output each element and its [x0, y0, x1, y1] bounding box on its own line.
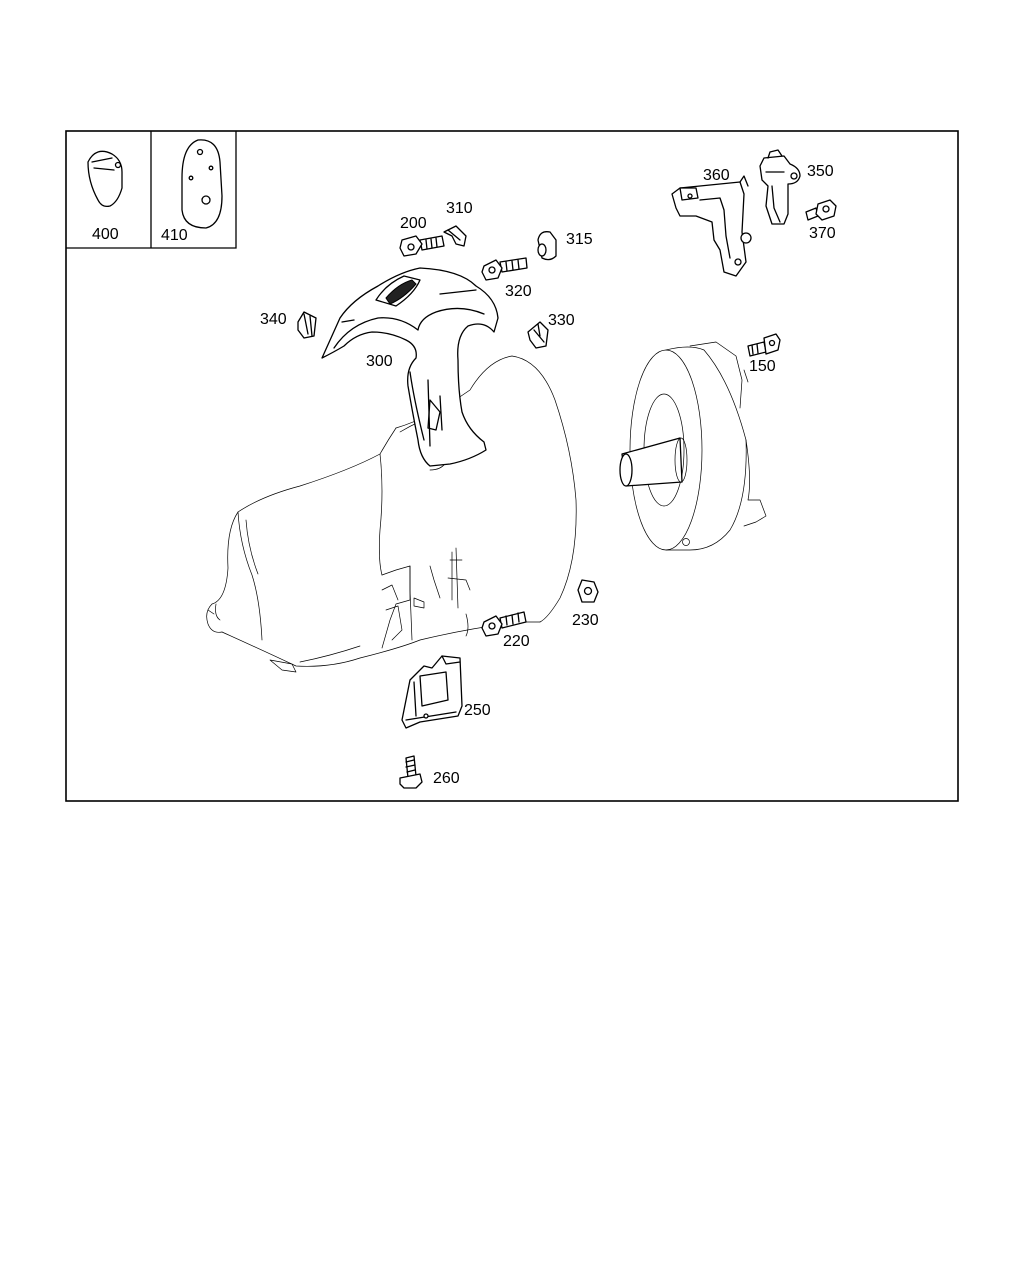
part-410-drawing [181, 139, 223, 229]
inset-boxes [66, 131, 237, 249]
label-230: 230 [572, 612, 599, 629]
part-360-drawing [671, 175, 752, 277]
label-330: 330 [548, 312, 575, 329]
part-330-drawing [527, 321, 549, 349]
label-220: 220 [503, 633, 530, 650]
part-260-drawing [399, 755, 423, 789]
transmission-housing [206, 355, 577, 673]
part-370-drawing [805, 199, 837, 221]
torque-converter [619, 341, 767, 551]
label-315: 315 [566, 231, 593, 248]
label-260: 260 [433, 770, 460, 787]
label-320: 320 [505, 283, 532, 300]
part-150-drawing [747, 333, 781, 357]
diagram-frame [65, 130, 959, 802]
label-400: 400 [92, 226, 119, 243]
label-250: 250 [464, 702, 491, 719]
label-310: 310 [446, 200, 473, 217]
part-315-drawing [537, 231, 557, 261]
label-150: 150 [749, 358, 776, 375]
part-220-drawing [481, 611, 527, 637]
part-250-drawing [401, 655, 463, 729]
label-200: 200 [400, 215, 427, 232]
label-360: 360 [703, 167, 730, 184]
part-200-drawing [399, 235, 445, 257]
label-340: 340 [260, 311, 287, 328]
part-400-drawing [87, 150, 123, 208]
label-410: 410 [161, 227, 188, 244]
label-300: 300 [366, 353, 393, 370]
part-340-drawing [297, 311, 317, 339]
label-350: 350 [807, 163, 834, 180]
part-300-drawing [321, 267, 499, 467]
label-370: 370 [809, 225, 836, 242]
part-310-drawing [443, 225, 467, 247]
part-350-drawing [759, 149, 801, 225]
part-230-drawing [577, 579, 599, 603]
part-320-drawing [481, 257, 528, 281]
